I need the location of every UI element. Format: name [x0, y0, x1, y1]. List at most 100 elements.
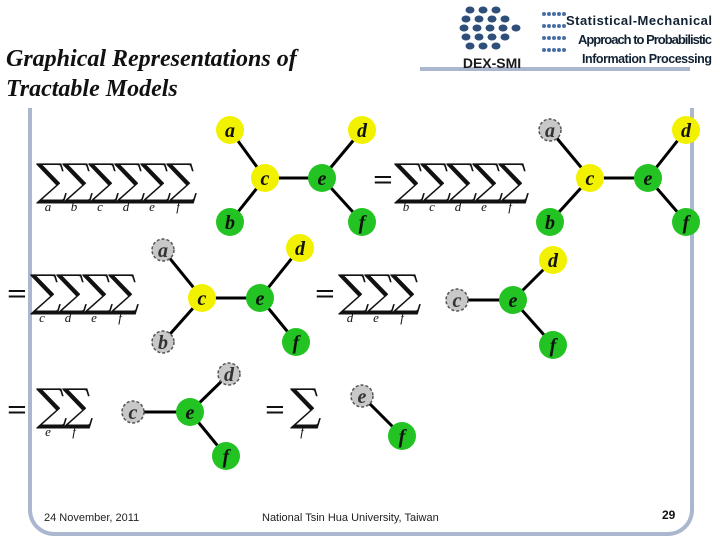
node-circle	[539, 331, 567, 359]
node-f: f	[388, 422, 416, 450]
sigma-symbol: ∑	[88, 155, 119, 206]
equals-sign: =	[372, 165, 394, 195]
node-label: d	[548, 250, 559, 272]
sigma-subscript: f	[72, 424, 78, 439]
sigma-subscript: f	[300, 424, 306, 439]
summation-d: ∑d	[114, 155, 145, 214]
node-label: b	[225, 212, 235, 234]
sigma-symbol: ∑	[472, 155, 503, 206]
sigma-subscript: e	[481, 199, 487, 214]
node-label: e	[509, 290, 518, 312]
sigma-symbol: ∑	[82, 266, 113, 317]
node-label: a	[545, 120, 555, 142]
node-circle	[212, 442, 240, 470]
sigma-subscript: e	[373, 310, 379, 325]
node-label: f	[223, 446, 232, 468]
node-circle	[121, 400, 145, 424]
sigma-symbol: ∑	[498, 155, 529, 206]
footer-institution: National Tsin Hua University, Taiwan	[262, 512, 439, 524]
node-circle	[251, 164, 279, 192]
sigma-subscript: d	[65, 310, 72, 325]
sigma-symbol: ∑	[390, 266, 421, 317]
node-circle	[634, 164, 662, 192]
node-circle	[388, 422, 416, 450]
sigma-symbol: ∑	[420, 155, 451, 206]
summation-e: ∑e	[82, 266, 113, 325]
sigma-symbol: ∑	[108, 266, 139, 317]
title-rule	[420, 67, 690, 71]
node-c: c	[121, 400, 145, 424]
node-circle	[217, 362, 241, 386]
node-circle	[151, 238, 175, 262]
summation-f: ∑f	[290, 380, 321, 439]
node-circle	[188, 284, 216, 312]
node-label: f	[550, 335, 559, 357]
node-circle	[176, 398, 204, 426]
summation-f: ∑f	[390, 266, 421, 325]
sigma-symbol: ∑	[56, 266, 87, 317]
node-label: d	[295, 238, 306, 260]
node-circle	[348, 208, 376, 236]
node-circle	[151, 330, 175, 354]
smapip-line-1: Statistical-Mechanical	[566, 13, 712, 28]
node-c: c	[576, 164, 604, 192]
sigma-symbol: ∑	[30, 266, 61, 317]
node-label: f	[359, 212, 368, 234]
summation-f: ∑f	[166, 155, 197, 214]
node-d: d	[672, 116, 700, 144]
node-label: e	[644, 168, 653, 190]
node-c: c	[251, 164, 279, 192]
smapip-line-3: Information Processing	[582, 52, 712, 66]
summation-d: ∑d	[446, 155, 477, 214]
node-circle	[308, 164, 336, 192]
sigma-subscript: f	[508, 199, 514, 214]
node-f: f	[282, 328, 310, 356]
summation-e: ∑e	[472, 155, 503, 214]
node-a: a	[151, 238, 175, 262]
summation-c: ∑c	[420, 155, 451, 214]
summation-f: ∑f	[108, 266, 139, 325]
node-d: d	[539, 246, 567, 274]
slide-title: Graphical Representations of Tractable M…	[6, 44, 406, 104]
node-label: e	[318, 168, 327, 190]
summation-a: ∑a	[36, 155, 67, 214]
summation-f: ∑f	[62, 380, 93, 439]
node-circle	[282, 328, 310, 356]
node-circle	[445, 288, 469, 312]
node-label: e	[186, 402, 195, 424]
node-e: e	[246, 284, 274, 312]
summation-c: ∑c	[30, 266, 61, 325]
node-circle	[672, 116, 700, 144]
sigma-subscript: d	[455, 199, 462, 214]
node-label: c	[198, 288, 207, 310]
node-label: c	[261, 168, 270, 190]
summation-d: ∑d	[338, 266, 369, 325]
sigma-subscript: c	[39, 310, 45, 325]
node-circle	[576, 164, 604, 192]
sigma-symbol: ∑	[36, 380, 67, 431]
equals-sign: =	[314, 279, 336, 309]
node-b: b	[216, 208, 244, 236]
sigma-symbol: ∑	[62, 155, 93, 206]
node-label: d	[224, 364, 235, 386]
sigma-subscript: e	[149, 199, 155, 214]
node-label: c	[586, 168, 595, 190]
dex-smi-logo: DEX-SMI	[459, 6, 521, 71]
sigma-symbol: ∑	[394, 155, 425, 206]
node-e: e	[350, 384, 374, 408]
node-f: f	[212, 442, 240, 470]
node-circle	[286, 234, 314, 262]
node-label: f	[293, 332, 302, 354]
dex-smi-logo-text: DEX-SMI	[463, 55, 521, 71]
summation-e: ∑e	[140, 155, 171, 214]
equation-6: =∑fef	[264, 380, 416, 450]
node-label: f	[683, 212, 692, 234]
node-e: e	[176, 398, 204, 426]
node-circle	[538, 118, 562, 142]
node-label: e	[256, 288, 265, 310]
node-circle	[216, 208, 244, 236]
